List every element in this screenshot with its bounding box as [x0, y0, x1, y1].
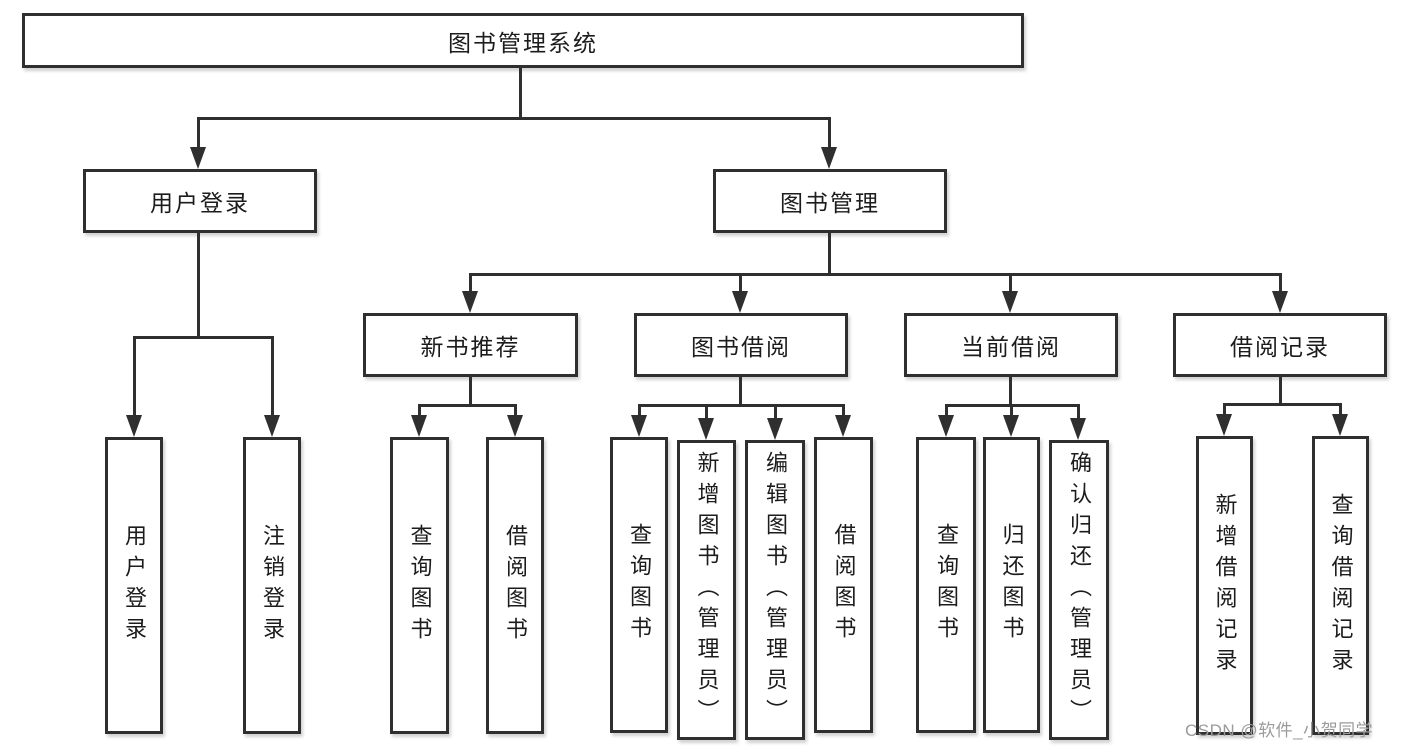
arrow-down-icon	[1002, 291, 1018, 313]
arrow-down-icon	[938, 415, 954, 437]
connector-arrow-stub	[774, 404, 777, 420]
connector-arrow-stub	[1339, 403, 1342, 416]
connector-arrow-stub	[1010, 404, 1013, 417]
node-label: 借阅图书	[503, 523, 528, 648]
leaf-query-borrow-record: 查询借阅记录	[1312, 436, 1369, 735]
leaf-confirm-return-admin: 确认归还（管理员）	[1049, 440, 1109, 740]
arrow-down-icon	[1216, 414, 1232, 436]
leaf-add-books-admin: 新增图书（管理员）	[677, 440, 736, 740]
node-book-borrow: 图书借阅	[634, 313, 848, 377]
arrow-down-icon	[1272, 291, 1288, 313]
node-label: 图书管理	[780, 190, 880, 216]
node-new-book-recommend: 新书推荐	[363, 313, 578, 377]
connector-arrow-stub	[418, 404, 421, 417]
node-label: 图书借阅	[691, 334, 791, 360]
node-borrow-records: 借阅记录	[1173, 313, 1387, 377]
node-label: 新增借阅记录	[1212, 492, 1238, 679]
arrow-down-icon	[462, 291, 478, 313]
leaf-return-books: 归还图书	[983, 437, 1040, 733]
node-label: 用户登录	[150, 190, 250, 216]
connector-arrow-stub	[1009, 273, 1012, 293]
node-label: 确认归还（管理员）	[1067, 450, 1092, 730]
node-label: 查询图书	[407, 523, 433, 648]
node-label: 查询借阅记录	[1328, 492, 1354, 679]
arrow-down-icon	[1332, 414, 1348, 436]
connector-line-vertical	[197, 232, 200, 339]
connector-line-horizontal	[418, 404, 517, 407]
arrow-down-icon	[835, 415, 851, 437]
connector-arrow-stub	[133, 336, 136, 417]
connector-arrow-stub	[739, 273, 742, 293]
watermark: CSDN @软件_小贺同学	[1185, 721, 1374, 740]
arrow-down-icon	[732, 291, 748, 313]
leaf-user-login: 用户登录	[105, 437, 163, 734]
node-label: 归还图书	[999, 523, 1025, 647]
leaf-borrow-books-2: 借阅图书	[814, 437, 873, 733]
connector-line-vertical	[828, 233, 831, 276]
connector-line-horizontal	[197, 117, 831, 120]
arrow-down-icon	[1003, 415, 1019, 437]
node-user-login: 用户登录	[83, 169, 317, 233]
connector-arrow-stub	[842, 404, 845, 417]
arrow-down-icon	[631, 415, 647, 437]
arrow-down-icon	[126, 415, 142, 437]
connector-arrow-stub	[469, 273, 472, 293]
connector-line-horizontal	[469, 273, 1282, 276]
arrow-down-icon	[507, 415, 523, 437]
arrow-down-icon	[264, 415, 280, 437]
leaf-query-books-2: 查询图书	[610, 437, 668, 733]
node-label: 查询图书	[934, 523, 959, 647]
connector-line-vertical	[519, 68, 522, 119]
arrow-down-icon	[1070, 418, 1086, 440]
node-label: 用户登录	[122, 523, 147, 648]
node-label: 当前借阅	[961, 334, 1061, 360]
connector-line-vertical	[469, 377, 472, 407]
connector-arrow-stub	[638, 404, 641, 417]
leaf-edit-books-admin: 编辑图书（管理员）	[745, 440, 805, 740]
leaf-borrow-books-1: 借阅图书	[486, 437, 544, 734]
connector-arrow-stub	[271, 336, 274, 417]
arrow-down-icon	[698, 418, 714, 440]
arrow-down-icon	[821, 147, 837, 169]
node-label: 编辑图书（管理员）	[763, 450, 788, 730]
connector-arrow-stub	[514, 404, 517, 417]
connector-line-horizontal	[638, 404, 845, 407]
arrow-down-icon	[411, 415, 427, 437]
node-label: 图书管理系统	[448, 29, 598, 56]
connector-line-horizontal	[1223, 403, 1342, 406]
leaf-logout: 注销登录	[243, 437, 301, 734]
arrow-down-icon	[190, 147, 206, 169]
connector-arrow-stub	[828, 117, 831, 149]
node-label: 借阅图书	[831, 523, 857, 647]
connector-arrow-stub	[1279, 273, 1282, 293]
connector-line-horizontal	[133, 336, 274, 339]
leaf-query-books-1: 查询图书	[390, 437, 449, 734]
node-label: 借阅记录	[1230, 334, 1330, 360]
node-current-borrow: 当前借阅	[904, 313, 1118, 377]
connector-line-vertical	[739, 377, 742, 407]
arrow-down-icon	[767, 418, 783, 440]
node-label: 查询图书	[627, 523, 652, 647]
node-root-library-system: 图书管理系统	[22, 13, 1024, 68]
connector-arrow-stub	[945, 404, 948, 417]
node-label: 新增图书（管理员）	[694, 450, 720, 730]
connector-arrow-stub	[705, 404, 708, 420]
connector-line-vertical	[1279, 377, 1282, 406]
node-book-management: 图书管理	[713, 169, 947, 233]
connector-line-vertical	[1009, 377, 1012, 407]
connector-arrow-stub	[1077, 404, 1080, 420]
leaf-query-books-3: 查询图书	[916, 437, 976, 733]
node-label: 注销登录	[260, 523, 285, 648]
connector-arrow-stub	[197, 117, 200, 149]
node-label: 新书推荐	[420, 334, 521, 360]
connector-arrow-stub	[1223, 403, 1226, 416]
leaf-add-borrow-record: 新增借阅记录	[1196, 436, 1253, 735]
